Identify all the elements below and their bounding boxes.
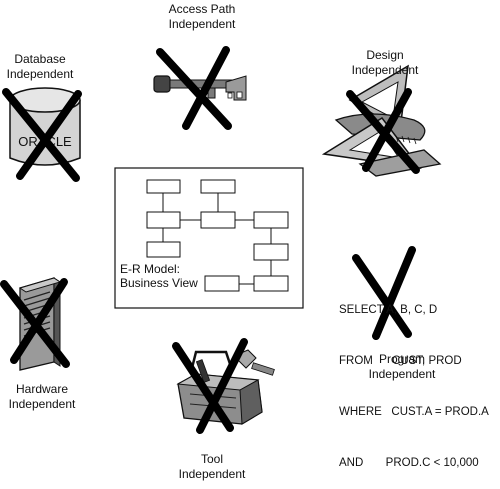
- sql-line: SELECT A, B, C, D: [339, 304, 438, 316]
- er-model: [114, 167, 304, 309]
- database-caption-line1: Database: [14, 52, 66, 66]
- tool-caption: Tool Independent: [172, 452, 252, 482]
- cross-out-mark: [2, 88, 82, 182]
- design-caption-line2: Independent: [351, 63, 419, 77]
- sql-snippet: SELECT A, B, C, D FROM CUST, PROD WHERE …: [339, 268, 489, 489]
- hardware-caption-line1: Hardware: [15, 382, 69, 396]
- sql-line: AND PROD.C < 10,000: [339, 457, 479, 469]
- database-caption-line2: Independent: [6, 67, 74, 81]
- er-entity: [200, 211, 236, 229]
- hardware-caption: Hardware Independent: [0, 382, 84, 412]
- er-entity: [146, 241, 181, 258]
- er-model-label-line1: E-R Model:: [120, 262, 181, 276]
- er-model-label: E-R Model: Business View: [120, 262, 198, 290]
- er-entity: [253, 243, 289, 261]
- sql-line: WHERE CUST.A = PROD.A: [339, 406, 489, 418]
- tool-caption-line2: Independent: [178, 467, 246, 481]
- er-entity: [200, 179, 236, 194]
- design-caption-line1: Design: [366, 48, 404, 62]
- cross-out-mark: [346, 88, 420, 174]
- program-caption-line1: Program: [378, 352, 425, 366]
- cross-out-mark: [352, 246, 416, 340]
- toolbox-icon: [176, 349, 275, 425]
- design-caption: Design Independent: [340, 48, 430, 78]
- tool-caption-line1: Tool: [200, 452, 223, 466]
- er-entity: [146, 179, 181, 194]
- sql-line: FROM CUST, PROD: [339, 355, 462, 367]
- er-model-label-line2: Business View: [120, 276, 198, 290]
- er-entity: [253, 211, 289, 229]
- er-entity: [204, 275, 240, 292]
- database-caption: Database Independent: [0, 52, 80, 82]
- access-path-caption: Access Path Independent: [152, 2, 252, 32]
- er-entity: [146, 211, 181, 229]
- drafting-tools-icon: [321, 64, 442, 177]
- er-entity: [253, 275, 289, 292]
- program-caption: Program Independent: [362, 352, 442, 382]
- cross-out-mark: [0, 278, 70, 368]
- access-path-caption-line2: Independent: [168, 17, 236, 31]
- hardware-caption-line2: Independent: [8, 397, 76, 411]
- program-caption-line2: Independent: [368, 367, 436, 381]
- access-path-caption-line1: Access Path: [168, 2, 236, 16]
- cross-out-mark: [156, 46, 232, 130]
- cross-out-mark: [172, 338, 248, 434]
